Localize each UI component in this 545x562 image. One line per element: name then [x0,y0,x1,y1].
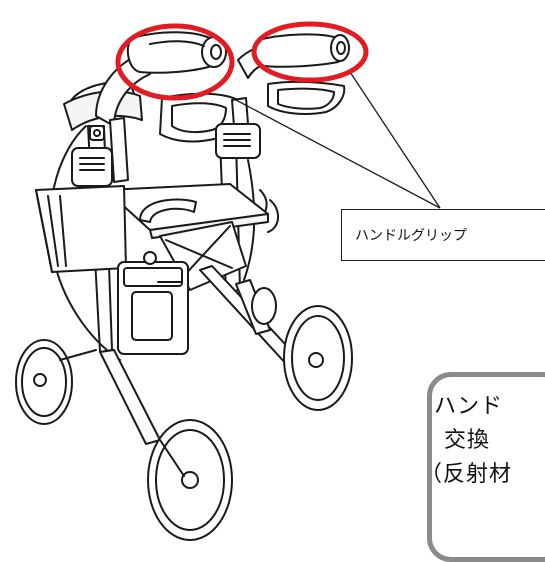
front-right-wheel [251,287,277,325]
walker-illustration [15,21,441,541]
note-line-3: （反射材 [420,462,513,487]
note-line-2: 交換 [444,428,491,453]
seat-handle [139,198,197,223]
left-lower-frame [99,349,161,445]
right-grip-highlight-ring [251,21,369,83]
note-text-area: ハンド 交換 （反射材 [420,376,545,543]
left-height-clamp [71,147,113,187]
leader-line-1 [235,99,441,209]
left-grip-highlight-ring [115,23,235,101]
note-line-1: ハンド [434,394,504,419]
handle-grip-label: ハンドルグリップ [355,228,467,244]
handle-grip-callout: ハンドルグリップ [341,209,545,261]
leader-line-2 [349,71,441,209]
